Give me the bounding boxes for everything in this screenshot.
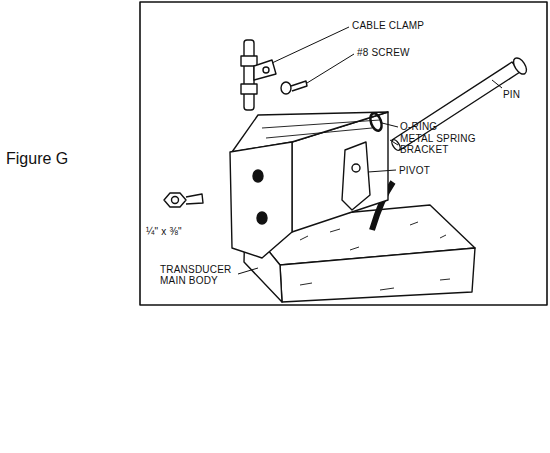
part-label: PIVOT: [399, 165, 449, 176]
part-label: CABLE CLAMP: [352, 20, 442, 31]
screw: [281, 81, 307, 94]
part-label: TRANSDUCER MAIN BODY: [160, 264, 236, 286]
part-label: METAL SPRING BRACKET: [400, 133, 480, 155]
figure-caption: Figure G: [6, 150, 68, 168]
cable-clamp: [241, 40, 276, 110]
o-ring: [368, 112, 384, 132]
figure-frame: [140, 2, 547, 305]
dimension-label: ¼" x ⅜": [146, 226, 206, 237]
spring-bracket: [230, 112, 388, 258]
part-label: PIN: [503, 89, 533, 100]
part-label: #8 SCREW: [357, 47, 427, 58]
part-label: O-RING: [400, 121, 460, 132]
leader-lines: [238, 27, 502, 274]
bolt: [164, 193, 203, 207]
